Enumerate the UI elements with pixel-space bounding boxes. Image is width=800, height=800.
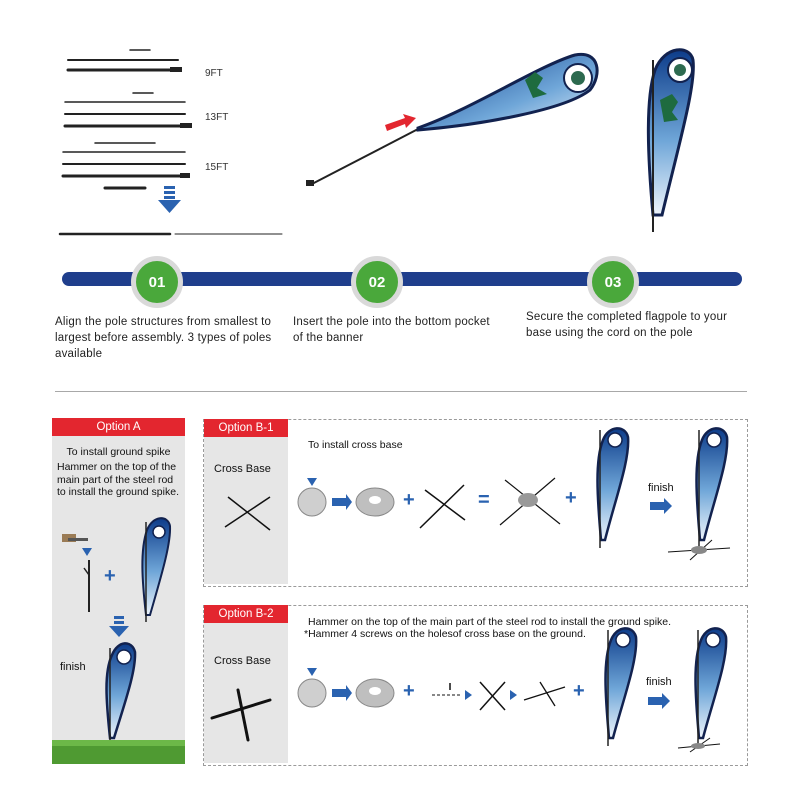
step-text-03: Secure the completed flagpole to your ba… [526, 311, 728, 339]
step-badge-02: 02 [351, 256, 403, 308]
step-badge-01: 01 [131, 256, 183, 308]
svg-text:+: + [403, 489, 415, 511]
option-a-title: To install ground spike [66, 446, 171, 458]
option-b2-finish: finish [646, 676, 672, 688]
section-divider [55, 391, 747, 392]
svg-text:+: + [565, 487, 577, 509]
option-b2-instruction-2: *Hammer 4 screws on the holesof cross ba… [304, 628, 586, 640]
pole-label-15ft: 15FT [205, 162, 229, 173]
option-b2-panel [203, 605, 748, 766]
option-b1-finish: finish [648, 482, 674, 494]
svg-text:+: + [403, 680, 415, 702]
pole-label-13ft: 13FT [205, 112, 229, 123]
option-b1-tab: Option B-1 [204, 419, 288, 437]
option-b2-instruction-1: Hammer on the top of the main part of th… [308, 616, 672, 628]
pole-label-9ft: 9FT [205, 68, 223, 79]
step-text-02: Insert the pole into the bottom pocket o… [293, 316, 490, 344]
step-text-01: Align the pole structures from smallest … [55, 316, 272, 360]
option-a-tab: Option A [52, 418, 185, 436]
svg-text:+: + [573, 680, 585, 702]
option-b1-base-label: Cross Base [214, 463, 271, 475]
option-b1-title: To install cross base [308, 439, 403, 451]
svg-text:=: = [478, 489, 490, 511]
option-b1-base-box [204, 420, 288, 584]
option-a-description: Hammer on the top of the main part of th… [57, 461, 179, 498]
option-a-finish: finish [60, 661, 86, 673]
option-b2-tab: Option B-2 [204, 605, 288, 623]
option-b2-base-label: Cross Base [214, 655, 271, 667]
svg-text:+: + [104, 565, 116, 587]
step-badge-03: 03 [587, 256, 639, 308]
